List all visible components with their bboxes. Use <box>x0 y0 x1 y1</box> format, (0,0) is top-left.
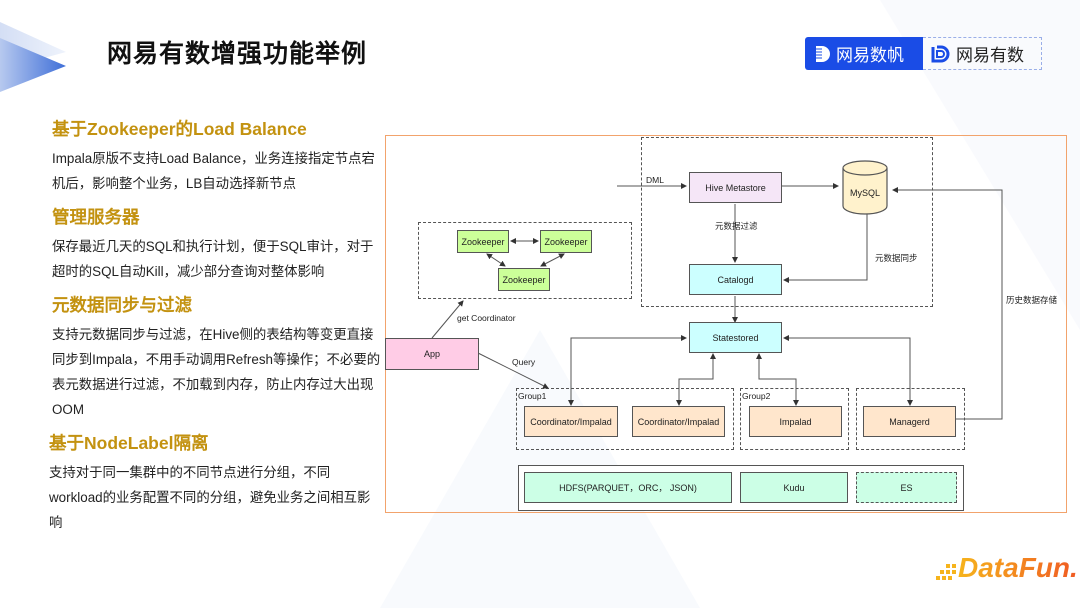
brand-logos: 网易数帆 网易有数 <box>805 37 1042 71</box>
label-group2: Group2 <box>742 391 771 401</box>
app-node: App <box>385 338 479 370</box>
datafun-dots-icon <box>936 564 956 580</box>
zookeeper-cluster-group <box>418 222 632 299</box>
youshu-logo-icon <box>931 45 950 62</box>
label-query: Query <box>512 357 536 367</box>
catalogd-node: Catalogd <box>689 264 782 295</box>
label-group1: Group1 <box>518 391 547 401</box>
brand-primary-text: 网易数帆 <box>836 46 904 65</box>
label-get-coordinator: get Coordinator <box>457 313 516 323</box>
coordinator-impalad-node-1: Coordinator/Impalad <box>524 406 618 437</box>
feature-section-nodelabel: 基于NodeLabel隔离 支持对于同一集群中的不同节点进行分组，不同workl… <box>49 430 382 535</box>
hdfs-storage-node: HDFS(PARQUET，ORC， JSON) <box>524 472 732 503</box>
es-storage-node: ES <box>856 472 957 503</box>
mysql-database-icon <box>842 160 888 215</box>
hive-metastore-node: Hive Metastore <box>689 172 782 203</box>
brand-netease-shufan: 网易数帆 <box>805 37 923 70</box>
label-metadata-sync: 元数据同步 <box>875 253 918 263</box>
feature-heading: 管理服务器 <box>52 207 140 227</box>
feature-section-management-server: 管理服务器 保存最近几天的SQL和执行计划，便于SQL审计，对于超时的SQL自动… <box>52 204 382 284</box>
shufan-logo-icon <box>816 45 830 62</box>
coordinator-impalad-node-2: Coordinator/Impalad <box>632 406 725 437</box>
brand-netease-youshu: 网易有数 <box>923 37 1042 70</box>
feature-body: 支持对于同一集群中的不同节点进行分组，不同workload的业务配置不同的分组，… <box>49 465 371 530</box>
label-metadata-filter: 元数据过滤 <box>715 221 758 231</box>
mysql-node-label: MySQL <box>850 188 881 198</box>
feature-body: 支持元数据同步与过滤，在Hive侧的表结构等变更直接同步到Impala，不用手动… <box>52 327 381 417</box>
datafun-logo: DataFun. <box>958 552 1078 583</box>
feature-list: 基于Zookeeper的Load Balance Impala原版不支持Load… <box>49 116 382 543</box>
managerd-node: Managerd <box>863 406 956 437</box>
zookeeper-node-3: Zookeeper <box>498 268 550 291</box>
architecture-diagram-frame <box>385 135 1067 513</box>
feature-body: Impala原版不支持Load Balance，业务连接指定节点宕机后，影响整个… <box>52 151 375 191</box>
feature-section-metadata-sync: 元数据同步与过滤 支持元数据同步与过滤，在Hive侧的表结构等变更直接同步到Im… <box>52 292 382 422</box>
feature-body: 保存最近几天的SQL和执行计划，便于SQL审计，对于超时的SQL自动Kill，减… <box>52 239 374 279</box>
page-title: 网易有数增强功能举例 <box>107 40 368 68</box>
brand-secondary-text: 网易有数 <box>956 46 1024 65</box>
feature-section-zookeeper-lb: 基于Zookeeper的Load Balance Impala原版不支持Load… <box>52 116 382 196</box>
feature-heading: 元数据同步与过滤 <box>52 295 192 315</box>
feature-heading: 基于Zookeeper的Load Balance <box>52 119 307 139</box>
zookeeper-node-2: Zookeeper <box>540 230 592 253</box>
label-dml: DML <box>646 175 664 185</box>
metadata-group <box>641 137 933 307</box>
kudu-storage-node: Kudu <box>740 472 848 503</box>
label-history-storage: 历史数据存储 <box>1006 295 1058 305</box>
header-arrow-decoration <box>0 22 66 92</box>
impalad-node: Impalad <box>749 406 842 437</box>
zookeeper-node-1: Zookeeper <box>457 230 509 253</box>
feature-heading: 基于NodeLabel隔离 <box>49 433 209 453</box>
statestored-node: Statestored <box>689 322 782 353</box>
